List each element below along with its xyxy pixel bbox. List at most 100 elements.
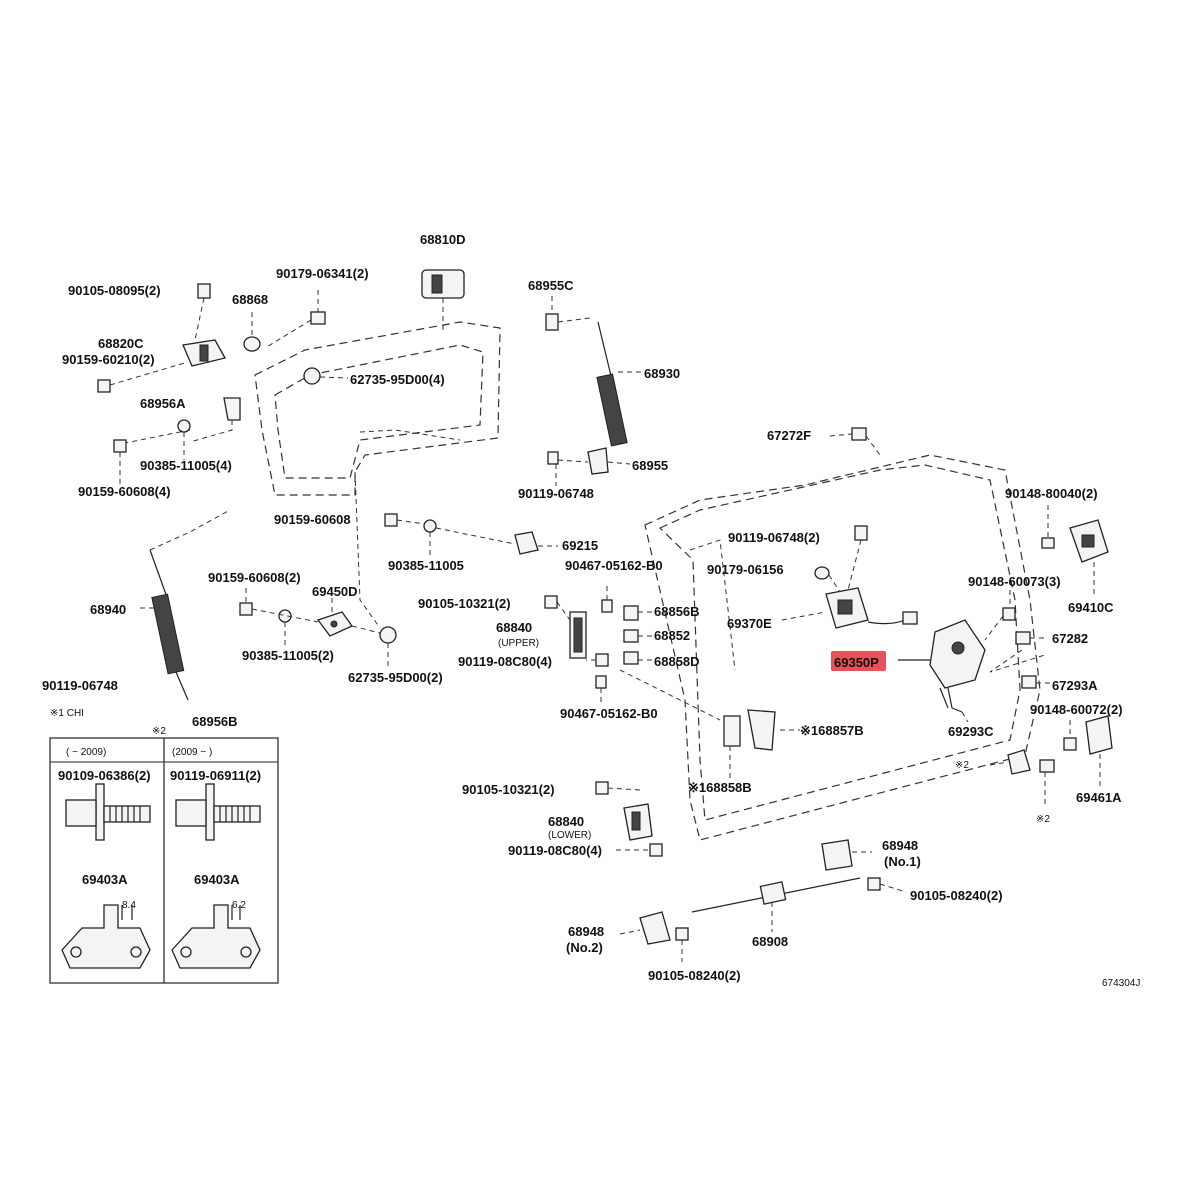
label-90105-08095: 90105-08095(2) [68,283,161,298]
bolt-90159-60608-b [384,513,426,527]
lock-69370E [781,525,918,629]
label-90105-08240-b: 90105-08240(2) [648,968,741,983]
label-67272F: 67272F [767,428,811,443]
label-68956B: 68956B [192,714,238,729]
label-90385-11005: 90385-11005 [388,558,464,573]
label-69403A-a: 69403A [82,872,128,887]
label-68820C: 68820C [98,336,144,351]
bolt-90105-08095 [194,283,211,341]
label-69410C: 69410C [1068,600,1114,615]
label-90105-08240-a: 90105-08240(2) [910,888,1003,903]
label-90148-80040: 90148-80040(2) [1005,486,1098,501]
labels: 68810D 90105-08095(2) 90179-06341(2) 688… [42,232,1140,989]
label-68948-no1: 68948 [882,838,918,853]
label-no1: (No.1) [884,854,921,869]
label-68868: 68868 [232,292,268,307]
label-90148-60072: 90148-60072(2) [1030,702,1123,717]
label-90105-10321-a: 90105-10321(2) [418,596,511,611]
bumper-67282 [1015,631,1048,645]
label-68840-upper: 68840 [496,620,532,635]
label-68908: 68908 [752,934,788,949]
label-90385-11005-4: 90385-11005(4) [140,458,232,473]
bumper-67293A [989,649,1050,689]
label-68956A: 68956A [140,396,186,411]
label-68857B: ※168857B [800,723,864,738]
label-68948-no2: 68948 [568,924,604,939]
label-68852: 68852 [654,628,690,643]
label-68858D: 68858D [654,654,700,669]
bolt-90159-60608 [113,439,127,486]
label-90148-60073: 90148-60073(3) [968,574,1061,589]
label-68955C: 68955C [528,278,574,293]
label-67293A: 67293A [1052,678,1098,693]
label-68930: 68930 [644,366,680,381]
label-69215: 69215 [562,538,598,553]
label-90105-10321-b: 90105-10321(2) [462,782,555,797]
label-90467-05162-b: 90467-05162-B0 [560,706,658,721]
label-dim-8-4: 8.4 [122,900,136,911]
variant-table [49,737,279,984]
label-table-col-b: (2009 − ) [172,747,212,758]
label-68856B: 68856B [654,604,700,619]
label-69461A: 69461A [1076,790,1122,805]
washer-68868 [243,312,261,352]
bolt-90148-60072 [1063,720,1077,751]
label-90119-06748-b: 90119-06748 [42,678,118,693]
label-90159-60608-2: 90159-60608(2) [208,570,301,585]
nut-90179-06341 [264,290,326,349]
bolt-90119-06911 [175,783,261,841]
label-90179-06156: 90179-06156 [707,562,784,577]
washer-90385-11005-b [423,519,516,556]
label-star2b: ※2 [1036,814,1050,825]
label-67282: 67282 [1052,631,1088,646]
label-68940: 68940 [90,602,126,617]
hinge-68810D [421,269,465,330]
label-note2: ※2 [152,726,166,737]
label-dim-6-2: 6.2 [232,900,246,911]
gas-strut-68940 [140,509,231,701]
bolt-90159-60210 [97,361,189,393]
label-star2a: ※2 [955,760,969,771]
label-90119-08C80-b: 90119-08C80(4) [508,843,602,858]
label-69293C: 69293C [948,724,994,739]
label-90119-06748-2: 90119-06748(2) [728,530,820,545]
label-90119-08C80-a: 90119-08C80(4) [458,654,552,669]
cushion-62735-95D00 [303,367,349,385]
label-68840-lower: 68840 [548,814,584,829]
label-note1: ※1 CHI [50,708,84,719]
label-62735-95D00-4: 62735-95D00(4) [350,372,445,387]
label-90467-05162-a: 90467-05162-B0 [565,558,663,573]
latch-69350P [898,619,986,709]
bracket-68948-no2 [619,911,689,962]
striker-plate-b [171,904,261,969]
label-lower: (LOWER) [548,830,591,841]
rod-69293C [947,687,969,723]
label-90109-06386: 90109-06386(2) [58,768,151,783]
label-90179-06341: 90179-06341(2) [276,266,369,281]
handle-68857B [723,709,800,778]
cap-69215 [514,531,558,555]
bracket-68956A [119,397,241,445]
label-90119-06748-a: 90119-06748 [518,486,594,501]
gas-strut-68930 [596,321,642,447]
bolt-90148-80040 [1041,505,1055,549]
label-68858B: ※168858B [688,780,752,795]
hinge-68840-upper [544,586,721,721]
label-90385-11005-2: 90385-11005(2) [242,648,334,663]
label-90159-60210: 90159-60210(2) [62,352,155,367]
striker-plate-a [61,904,151,969]
label-68810D: 68810D [420,232,466,247]
glass-hatch-outline [254,321,501,496]
bolt-90109-06386 [65,783,151,841]
cushion-62735-95D00-b [351,471,397,668]
striker-parts-2 [989,749,1055,808]
bumper-67272F [829,427,881,456]
bracket-68955 [547,447,631,486]
damper-68908 [691,839,907,932]
back-door-outline [644,454,1041,841]
label-no2: (No.2) [566,940,603,955]
bolt-90148-60073 [984,590,1016,641]
label-62735-95D00-2: 62735-95D00(2) [348,670,443,685]
hinge-68820C [182,339,226,367]
